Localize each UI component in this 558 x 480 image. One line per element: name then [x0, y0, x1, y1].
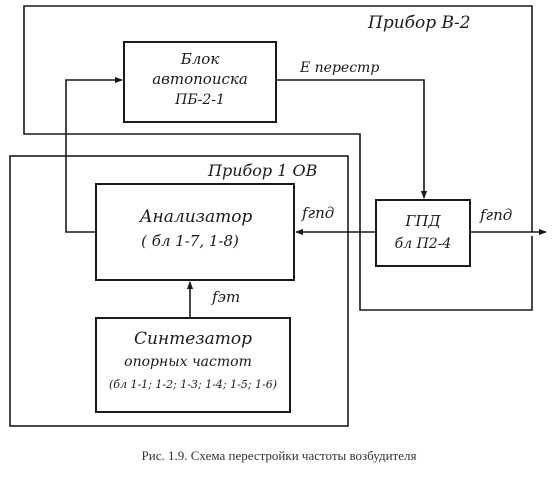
gpd-label-1: ГПД: [404, 212, 441, 230]
synth-block: [95, 317, 291, 413]
f-ref-label: fэт: [211, 288, 240, 306]
synth-label-1: Синтезатор: [134, 329, 252, 349]
f-gpd-out-label: fгпд: [479, 206, 512, 224]
analyzer-label-1: Анализатор: [139, 207, 253, 227]
autosearch-label-3: ПБ-2-1: [174, 92, 225, 108]
autosearch-block: [123, 41, 277, 123]
e-tuning-wire: [276, 79, 428, 199]
synth-label-2: опорных частот: [124, 354, 252, 370]
analyzer-to-autosearch-wire: [65, 76, 123, 233]
device-outer-label: Прибор В-2: [367, 13, 471, 33]
device-inner-label: Прибор 1 ОВ: [207, 161, 318, 180]
analyzer-label-2: ( бл 1-7, 1-8): [141, 232, 239, 250]
synth-label-3: (бл 1-1; 1-2; 1-3; 1-4; 1-5; 1-6): [109, 378, 277, 391]
gpd-block: [375, 199, 471, 267]
gpd-label-2: бл П2-4: [395, 236, 452, 252]
autosearch-label-1: Блок: [180, 50, 220, 68]
device-inner-frame: [9, 155, 349, 427]
f-gpd-in-label: fгпд: [301, 204, 334, 222]
figure-caption: Рис. 1.9. Схема перестройки частоты возб…: [142, 448, 417, 463]
e-tuning-label: Е перестр: [299, 60, 379, 76]
device-outer-frame: [23, 5, 533, 311]
autosearch-label-2: автопоиска: [152, 70, 248, 88]
